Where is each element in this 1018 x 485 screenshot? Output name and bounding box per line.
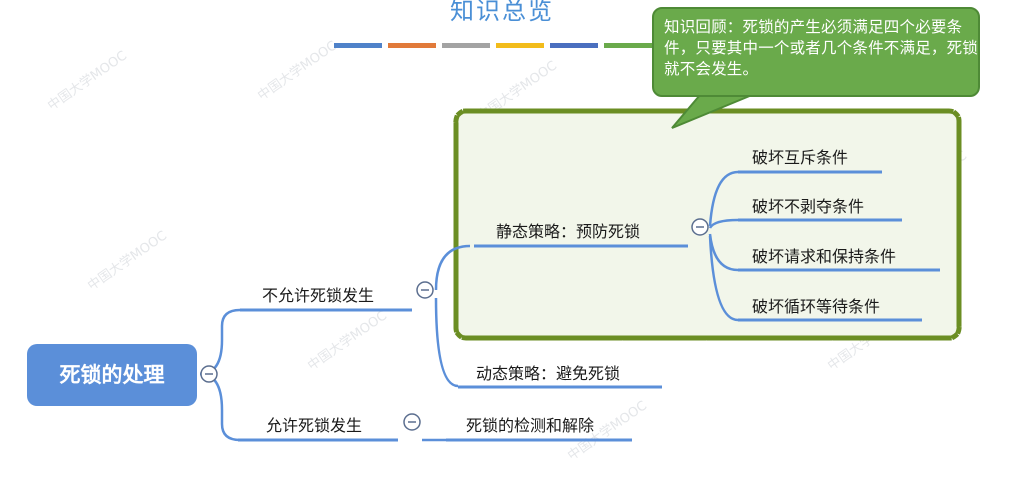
node-break-circular-wait[interactable]: 破坏循环等待条件	[752, 297, 881, 316]
node-break-mutual-exclusion[interactable]: 破坏互斥条件	[752, 148, 849, 167]
page-title: 知识总览	[450, 0, 554, 25]
root-node[interactable]: 死锁的处理	[27, 344, 197, 406]
connector-static-c1	[708, 170, 739, 227]
collapse-icon[interactable]	[416, 281, 434, 299]
connector-notallow-dynamic	[434, 297, 459, 388]
node-allow-deadlock[interactable]: 允许死锁发生	[266, 416, 363, 435]
node-detect-recover[interactable]: 死锁的检测和解除	[466, 416, 595, 435]
connector-notallow-static	[434, 244, 471, 291]
title-color-bar	[604, 43, 652, 48]
callout-text: 知识回顾：死锁的产生必须满足四个必要条件，只要其中一个或者几个条件不满足，死锁就…	[664, 18, 979, 78]
title-color-bar	[388, 43, 436, 48]
node-break-hold-and-wait[interactable]: 破坏请求和保持条件	[752, 247, 897, 266]
node-dynamic-strategy[interactable]: 动态策略：避免死锁	[476, 364, 621, 383]
connector-static-c4	[708, 235, 739, 322]
title-color-bar	[334, 43, 382, 48]
collapse-icon[interactable]	[691, 218, 709, 236]
title-color-bar	[496, 43, 544, 48]
title-color-bar	[442, 43, 490, 48]
connector-static-c2	[708, 218, 739, 229]
node-break-no-preemption[interactable]: 破坏不剥夺条件	[752, 197, 865, 216]
collapse-icon[interactable]	[200, 365, 218, 383]
node-static-strategy[interactable]: 静态策略：预防死锁	[496, 222, 641, 241]
title-color-bar	[550, 43, 598, 48]
node-not-allow-deadlock[interactable]: 不允许死锁发生	[262, 286, 375, 305]
callout-bubble	[652, 7, 980, 97]
collapse-icon[interactable]	[403, 413, 421, 431]
